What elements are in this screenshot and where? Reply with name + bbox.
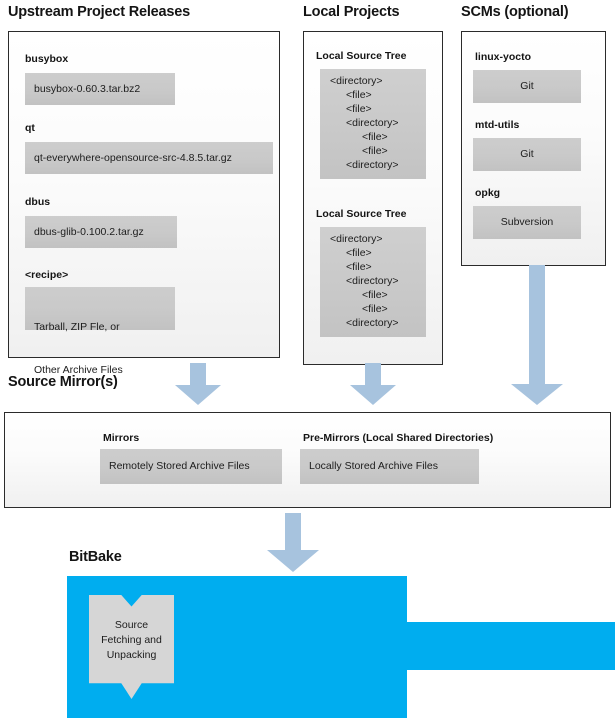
source-mirrors-heading: Source Mirror(s) xyxy=(8,374,118,390)
scm-label-mtd-utils: mtd-utils xyxy=(475,119,520,131)
tree-row: <directory> xyxy=(330,75,383,87)
tree-row: <directory> xyxy=(346,117,399,129)
bitbake-tail xyxy=(405,622,615,670)
pre-mirrors-label: Pre-Mirrors (Local Shared Directories) xyxy=(303,432,494,444)
upstream-item-label-dbus: dbus xyxy=(25,196,51,208)
task-line-3: Unpacking xyxy=(106,649,157,661)
scm-value-opkg: Subversion xyxy=(473,206,581,239)
scm-value-mtd-utils: Git xyxy=(473,138,581,171)
tree-row: <file> xyxy=(362,289,388,301)
task-line-1: Source xyxy=(114,619,149,631)
local-tree-label-2: Local Source Tree xyxy=(316,208,407,220)
tree-row: <directory> xyxy=(346,317,399,329)
recipe-value-line1: Tarball, ZIP Fle, or xyxy=(34,321,120,334)
scm-label-linux-yocto: linux-yocto xyxy=(475,51,532,63)
upstream-item-label-recipe: <recipe> xyxy=(25,269,69,281)
source-fetching-unpacking-task: Source Fetching and Unpacking xyxy=(89,595,174,699)
tree-row: <file> xyxy=(362,131,388,143)
mirrors-label: Mirrors xyxy=(103,432,140,444)
scm-value-linux-yocto: Git xyxy=(473,70,581,103)
upstream-item-label-qt: qt xyxy=(25,122,35,134)
pre-mirrors-value: Locally Stored Archive Files xyxy=(300,449,479,484)
task-line-2: Fetching and xyxy=(101,634,162,646)
upstream-item-value-recipe: Tarball, ZIP Fle, or Other Archive Files xyxy=(25,287,175,376)
local-source-tree-2: <directory> <file> <file> <directory> <f… xyxy=(320,227,426,337)
local-projects-heading: Local Projects xyxy=(303,4,400,20)
arrow-upstream-to-mirrors xyxy=(175,363,221,405)
upstream-heading: Upstream Project Releases xyxy=(8,4,190,20)
upstream-item-value-qt: qt-everywhere-opensource-src-4.8.5.tar.g… xyxy=(25,142,273,174)
upstream-item-value-dbus: dbus-glib-0.100.2.tar.gz xyxy=(25,216,177,248)
upstream-item-label-busybox: busybox xyxy=(25,53,69,65)
scm-label-opkg: opkg xyxy=(475,187,501,199)
arrow-mirrors-to-bitbake xyxy=(267,513,319,578)
local-source-tree-1: <directory> <file> <file> <directory> <f… xyxy=(320,69,426,179)
arrow-scms-to-mirrors xyxy=(511,265,563,405)
tree-row: <file> xyxy=(346,247,372,259)
scms-heading: SCMs (optional) xyxy=(461,4,569,20)
tree-row: <file> xyxy=(346,261,372,273)
mirrors-value: Remotely Stored Archive Files xyxy=(100,449,282,484)
tree-row: <directory> xyxy=(346,275,399,287)
tree-row: <file> xyxy=(362,303,388,315)
tree-row: <file> xyxy=(346,89,372,101)
bitbake-heading: BitBake xyxy=(69,549,122,565)
local-tree-label-1: Local Source Tree xyxy=(316,50,407,62)
tree-row: <file> xyxy=(362,145,388,157)
recipe-value-line2: Other Archive Files xyxy=(34,363,123,376)
arrow-local-projects-to-mirrors xyxy=(350,363,396,405)
tree-row: <directory> xyxy=(346,159,399,171)
upstream-item-value-busybox: busybox-0.60.3.tar.bz2 xyxy=(25,73,175,105)
tree-row: <file> xyxy=(346,103,372,115)
tree-row: <directory> xyxy=(330,233,383,245)
